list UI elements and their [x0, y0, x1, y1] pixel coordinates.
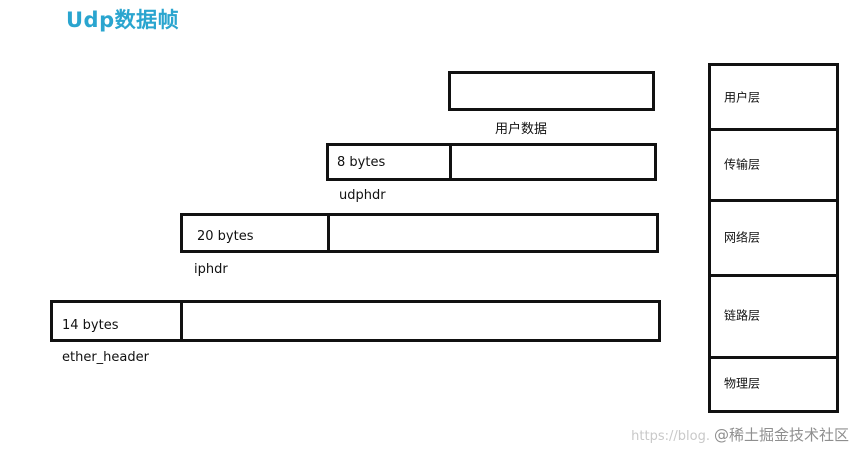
ip-header-divider	[327, 216, 330, 250]
diagram-title: Udp数据帧	[66, 8, 180, 32]
udp-header-caption: udphdr	[339, 188, 386, 203]
ether-frame-box: 14 bytes	[50, 300, 661, 342]
layer-network: 网络层	[711, 199, 836, 277]
udp-header-divider	[449, 146, 452, 178]
ether-header-caption: ether_header	[62, 350, 149, 365]
layer-user: 用户层	[711, 66, 836, 131]
udp-frame-box: 8 bytes	[326, 143, 657, 181]
watermark: https://blog.@稀土掘金技术社区	[631, 424, 849, 445]
watermark-text: @稀土掘金技术社区	[713, 426, 849, 444]
ip-frame-box: 20 bytes	[180, 213, 659, 253]
ether-header-divider	[180, 303, 183, 339]
layer-network-label: 网络层	[724, 230, 761, 244]
ether-header-size: 14 bytes	[62, 318, 119, 333]
user-data-box	[448, 71, 655, 111]
layer-transport-label: 传输层	[724, 157, 761, 171]
layer-link-label: 链路层	[724, 308, 761, 323]
ip-header-size: 20 bytes	[197, 229, 254, 244]
ip-header-caption: iphdr	[194, 262, 228, 277]
layer-user-label: 用户层	[724, 90, 761, 105]
layer-physical-label: 物理层	[724, 376, 761, 391]
layer-link: 链路层	[711, 274, 836, 359]
udp-header-size: 8 bytes	[337, 155, 386, 170]
layer-transport: 传输层	[711, 128, 836, 202]
protocol-layer-stack: 用户层 传输层 网络层 链路层 物理层	[708, 63, 839, 413]
watermark-url: https://blog.	[631, 429, 710, 444]
layer-physical: 物理层	[711, 356, 836, 410]
user-data-caption: 用户数据	[495, 122, 548, 137]
